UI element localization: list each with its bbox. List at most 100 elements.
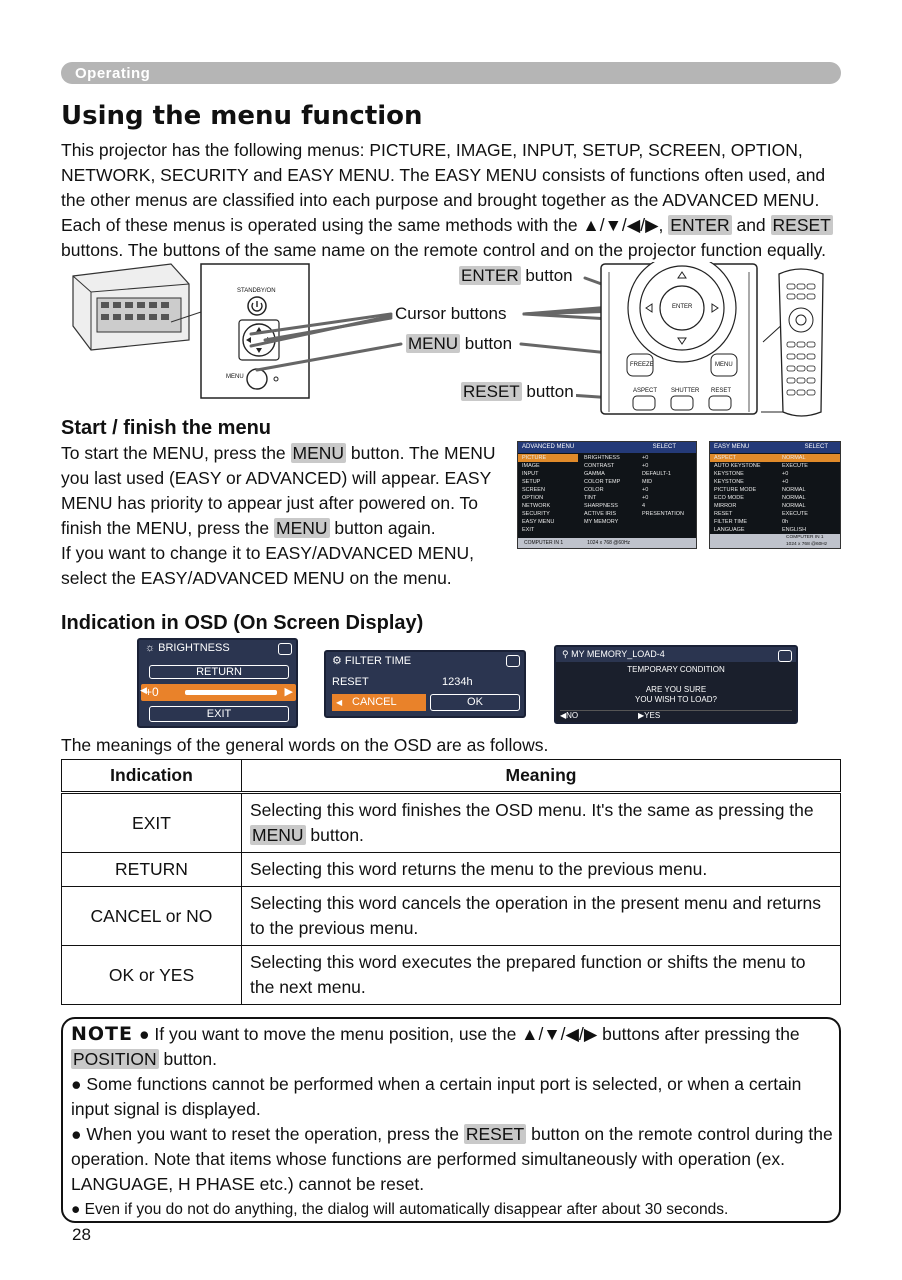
easy-menu-item: ASPECT xyxy=(710,454,778,462)
adv-menu-category: SECURITY xyxy=(522,511,550,517)
osd-no-option[interactable]: ◀NO xyxy=(560,711,579,720)
adv-menu-value: PRESENTATION xyxy=(642,511,684,517)
adv-menu-value: DEFAULT-1 xyxy=(642,471,671,477)
osd-heading: Indication in OSD (On Screen Display) xyxy=(61,612,424,634)
shutter-label: SHUTTER xyxy=(671,388,700,394)
easy-menu-item: LANGUAGE xyxy=(714,527,745,533)
remote-reset-button-icon xyxy=(708,395,732,411)
adv-menu-item: SHARPNESS xyxy=(584,503,618,509)
adv-menu-value: +0 xyxy=(642,487,649,493)
aspect-label: ASPECT xyxy=(633,388,658,394)
easy-menu-item: PICTURE MODE xyxy=(714,487,757,493)
adv-menu-category: EASY MENU xyxy=(522,519,555,525)
easy-menu-value: EXECUTE xyxy=(782,511,808,517)
adv-menu-value: +0 xyxy=(642,455,649,461)
page-number: 28 xyxy=(72,1225,91,1244)
osd-brightness-title: ☼ BRIGHTNESS xyxy=(145,642,230,654)
page-title: Using the menu function xyxy=(61,101,423,131)
intro-paragraph: This projector has the following menus: … xyxy=(61,138,841,263)
section-label: Operating xyxy=(75,65,151,82)
osd-return-button[interactable]: RETURN xyxy=(149,665,289,679)
intro-line: Each of these menus is operated using th… xyxy=(61,215,833,235)
osd-my-memory-dialog: ⚲ MY MEMORY_LOAD-4 TEMPORARY CONDITION A… xyxy=(554,645,798,724)
adv-menu-category: INPUT xyxy=(522,471,539,477)
standby-label: STANDBY/ON xyxy=(237,288,276,294)
easy-menu-value: +0 xyxy=(782,471,789,477)
osd-memory-footer: ◀NO ▶YES xyxy=(560,710,792,722)
intro-line: This projector has the following menus: … xyxy=(61,140,803,160)
adv-menu-value: +0 xyxy=(642,495,649,501)
table-header-row: Indication Meaning xyxy=(61,759,841,794)
easy-menu-value: NORMAL xyxy=(782,503,806,509)
osd-yes-option[interactable]: ▶YES xyxy=(638,711,661,720)
projector-icon xyxy=(72,263,202,351)
easy-menu-item: KEYSTONE xyxy=(714,471,744,477)
easy-menu-value: NORMAL xyxy=(782,495,806,501)
menu2-label: MENU xyxy=(715,362,733,368)
intro-line: NETWORK, SECURITY and EASY MENU. The EAS… xyxy=(61,165,826,185)
easy-menu-item: ECO MODE xyxy=(714,495,744,501)
adv-menu-category: EXIT xyxy=(522,527,535,533)
start-finish-heading: Start / finish the menu xyxy=(61,417,272,439)
header-meaning: Meaning xyxy=(241,759,841,794)
osd-menu-icon xyxy=(506,655,520,667)
enter-small-label: ENTER xyxy=(672,304,693,310)
easy-menu-value: NORMAL xyxy=(778,454,840,462)
remote-enter-button-icon xyxy=(659,285,705,331)
osd-menu-icon xyxy=(278,643,292,655)
easy-menu-value: 0h xyxy=(782,519,789,525)
menu-button-icon xyxy=(246,368,268,390)
easy-menu-item: RESET xyxy=(714,511,733,517)
osd-menu-icon xyxy=(778,650,792,662)
osd-memory-title: ⚲ MY MEMORY_LOAD-4 xyxy=(562,649,665,659)
reset-key-label: RESET xyxy=(770,215,833,235)
reset-button-callout: RESET button xyxy=(459,382,576,402)
adv-menu-item: COLOR TEMP xyxy=(584,479,621,485)
button-location-figure: STANDBY/ON MENU ENTER FREEZE MENU ASPECT… xyxy=(61,262,841,420)
header-indication: Indication xyxy=(61,759,242,794)
adv-menu-category: SETUP xyxy=(522,479,541,485)
right-arrow-icon: ▶ xyxy=(284,686,293,698)
adv-menu-category: IMAGE xyxy=(522,463,540,469)
adv-menu-category: SCREEN xyxy=(522,487,545,493)
osd-exit-button[interactable]: EXIT xyxy=(149,706,289,722)
section-header-bar: Operating xyxy=(61,62,841,84)
note-box: NOTE● If you want to move the menu posit… xyxy=(61,1017,841,1223)
adv-menu-item: TINT xyxy=(584,495,597,501)
menu-small-label: MENU xyxy=(226,374,244,380)
remote-control-icon xyxy=(778,268,824,417)
table-row: OK or YES Selecting this word executes t… xyxy=(61,945,841,1005)
table-row: RETURN Selecting this word returns the m… xyxy=(61,852,841,887)
adv-menu-category: PICTURE xyxy=(518,454,578,462)
osd-ok-button[interactable]: OK xyxy=(430,694,520,711)
adv-menu-item: BRIGHTNESS xyxy=(584,455,620,461)
easy-menu-value: EXECUTE xyxy=(782,463,808,469)
adv-menu-category: NETWORK xyxy=(522,503,551,509)
osd-meaning-table: Indication Meaning EXIT Selecting this w… xyxy=(61,759,841,1005)
osd-cancel-button[interactable]: ◀CANCEL xyxy=(332,694,426,711)
menu-button-callout: MENU button xyxy=(404,334,515,354)
osd-brightness-dialog: ☼ BRIGHTNESS RETURN +0 ▶ ◀ EXIT xyxy=(137,638,298,728)
note-bullet: ● When you want to reset the operation, … xyxy=(71,1124,833,1194)
table-row: EXIT Selecting this word finishes the OS… xyxy=(61,792,841,853)
meanings-intro: The meanings of the general words on the… xyxy=(61,735,549,755)
reset-small-label: RESET xyxy=(711,388,732,394)
adv-menu-value: +0 xyxy=(642,463,649,469)
note-bullet: NOTE● If you want to move the menu posit… xyxy=(71,1023,800,1069)
easy-menu-item: AUTO KEYSTONE xyxy=(714,463,761,469)
osd-filter-title: ⚙ FILTER TIME xyxy=(332,655,412,667)
brightness-slider-track xyxy=(185,690,277,695)
easy-menu-item: KEYSTONE xyxy=(714,479,744,485)
osd-brightness-slider-row[interactable]: +0 ▶ ◀ xyxy=(140,684,296,701)
note-bullet: ● Even if you do not do anything, the di… xyxy=(71,1201,729,1218)
